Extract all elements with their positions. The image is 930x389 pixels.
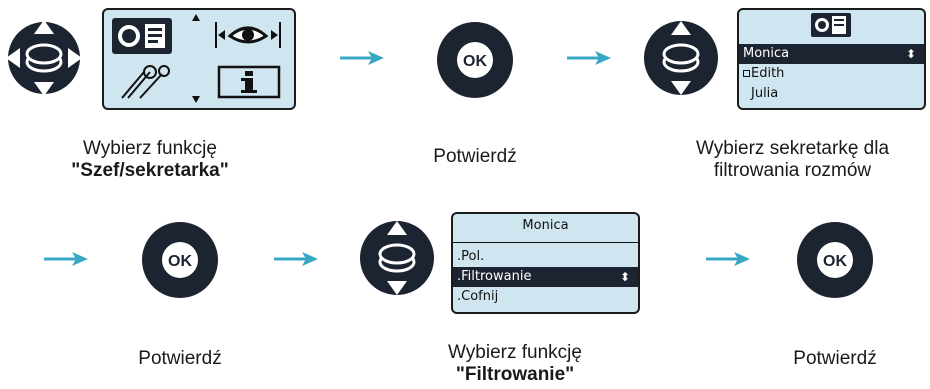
divider [453, 242, 638, 243]
menu-item-label: .Cofnij [457, 289, 499, 304]
caption-text: Wybierz funkcję [448, 342, 582, 363]
caption-bold: "Filtrowanie" [455, 364, 575, 385]
list-item-label: Edith [751, 66, 785, 81]
updown-icon: ⬍ [905, 47, 916, 61]
boss-secretary-icon[interactable] [112, 18, 172, 54]
menu-item-label: .Filtrowanie [457, 269, 532, 284]
ok-key-label: OK [463, 53, 487, 70]
list-item[interactable]: Julia [739, 84, 924, 104]
scroll-up-icon [192, 14, 200, 21]
list-item-label: Monica [743, 46, 790, 61]
updown-icon: ⬍ [619, 270, 630, 284]
list-item-label: Julia [751, 86, 779, 101]
info-icon[interactable] [216, 64, 282, 100]
menu-header: Monica [522, 218, 569, 233]
caption-bold: "Szef/sekretarka" [71, 160, 229, 181]
list-item[interactable]: Edith [739, 64, 924, 84]
lcd-secretary-list: Monica ⬍ Edith Julia [737, 8, 926, 110]
flow-arrow [274, 252, 318, 266]
boss-secretary-icon [811, 13, 851, 37]
caption-text: Wybierz sekretarkę dla [695, 138, 890, 159]
navigator-key-updown[interactable] [357, 218, 437, 298]
list-item-selected[interactable]: Monica ⬍ [739, 44, 924, 64]
caption-text: Wybierz funkcję [83, 138, 217, 159]
flow-arrow [44, 252, 88, 266]
ok-key[interactable]: OK [140, 220, 220, 300]
caption-step2: Potwierdź [375, 146, 575, 168]
menu-item[interactable]: .Pol. [453, 247, 638, 267]
menu-item-selected[interactable]: .Filtrowanie ⬍ [453, 267, 638, 287]
navigator-key-4way[interactable] [4, 18, 84, 98]
lcd-monica-menu: Monica .Pol. .Filtrowanie ⬍ .Cofnij [451, 212, 640, 314]
navigator-key-updown[interactable] [641, 18, 721, 98]
checkbox-icon [743, 70, 750, 77]
caption-step6: Potwierdź [735, 348, 930, 370]
ok-key[interactable]: OK [435, 20, 515, 100]
caption-text: Potwierdź [433, 146, 517, 167]
caption-text: Potwierdź [138, 348, 222, 369]
flow-arrow [706, 252, 750, 266]
ok-key-label: OK [168, 253, 192, 270]
caption-step5: Wybierz funkcję "Filtrowanie" [400, 342, 630, 386]
caption-step1: Wybierz funkcję "Szef/sekretarka" [30, 138, 270, 182]
caption-step4: Potwierdź [80, 348, 280, 370]
scroll-down-icon [192, 96, 200, 103]
menu-item-label: .Pol. [457, 249, 485, 264]
tools-icon[interactable] [114, 62, 174, 102]
caption-text: Potwierdź [793, 348, 877, 369]
menu-item[interactable]: .Cofnij [453, 287, 638, 307]
flow-arrow [567, 51, 611, 65]
ok-key[interactable]: OK [795, 220, 875, 300]
flow-arrow [340, 51, 384, 65]
caption-text: filtrowania rozmów [713, 160, 872, 181]
ok-key-label: OK [823, 253, 847, 270]
lcd-function-menu [102, 8, 296, 110]
eye-icon[interactable] [212, 18, 284, 52]
caption-step3: Wybierz sekretarkę dla filtrowania rozmó… [660, 138, 925, 182]
